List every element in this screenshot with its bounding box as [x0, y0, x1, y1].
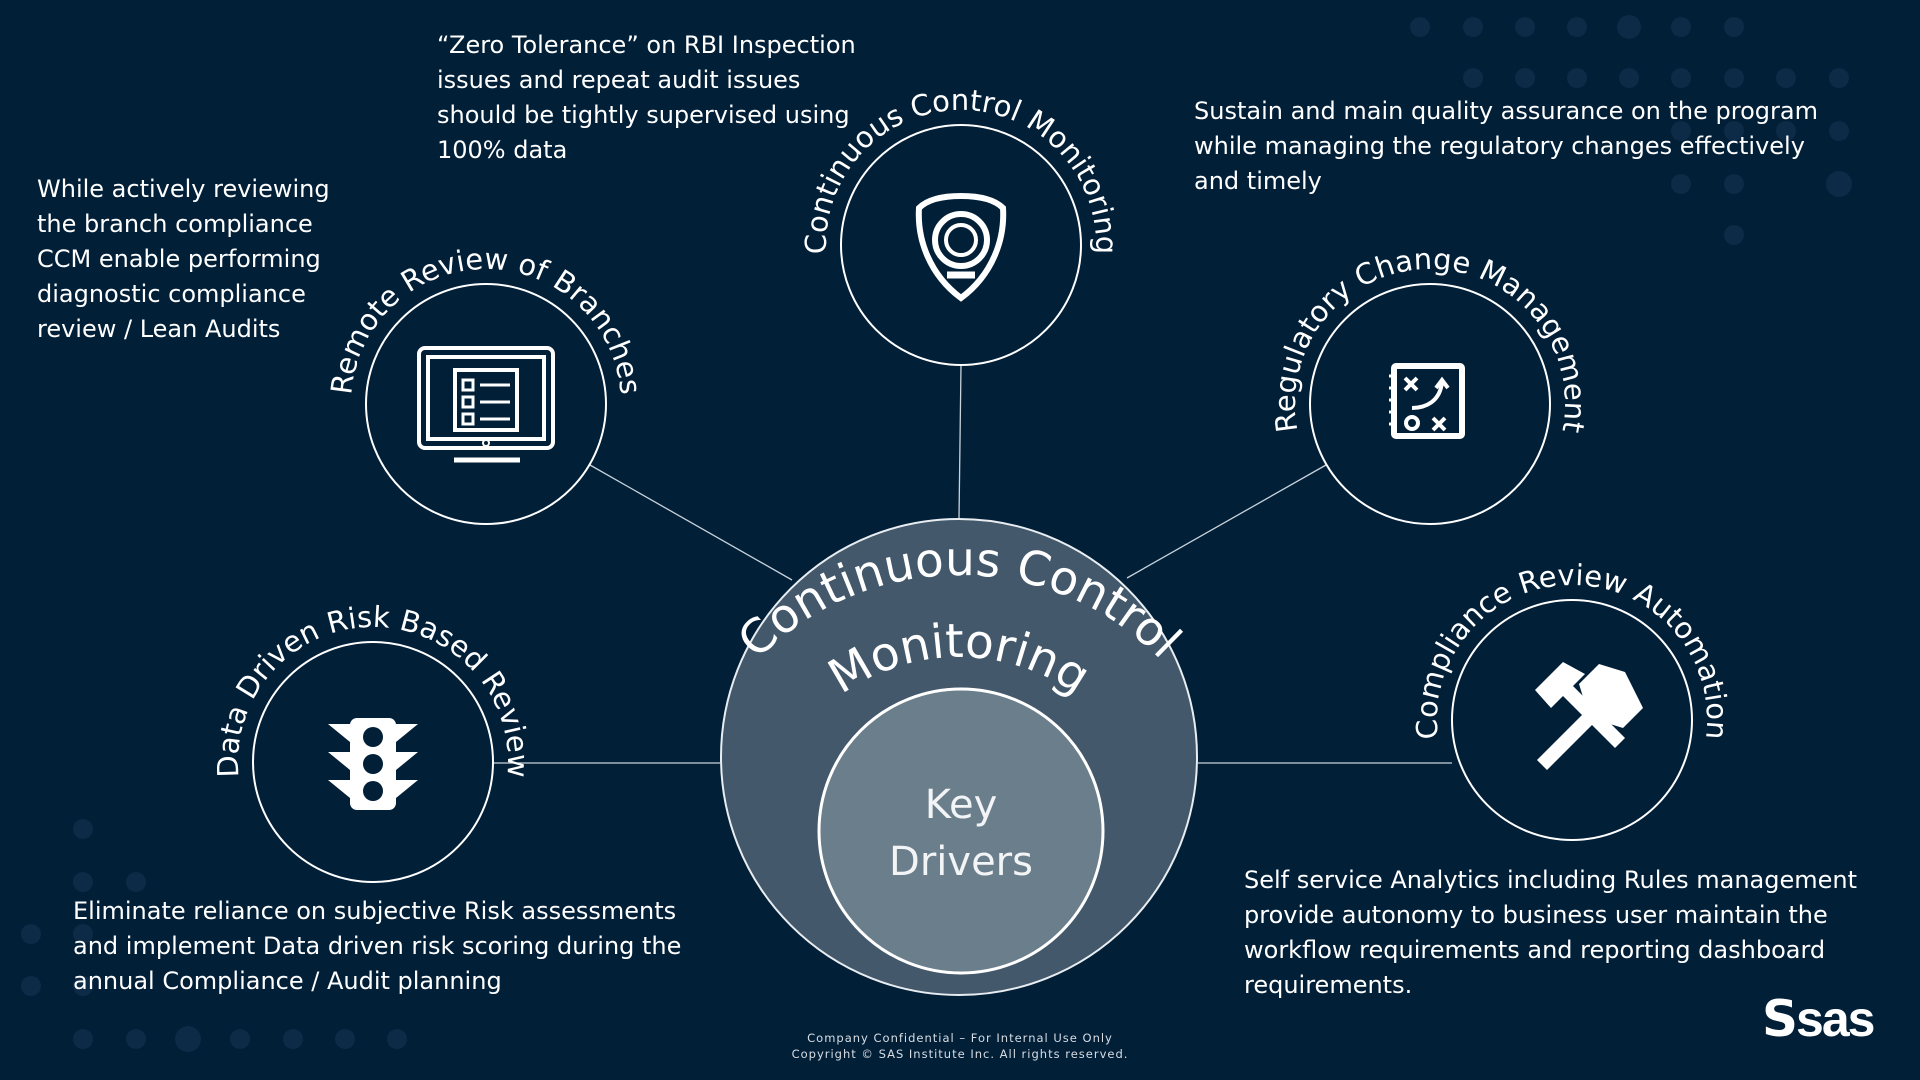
decorative-dot: [1619, 68, 1639, 88]
decorative-dot: [73, 1029, 93, 1049]
decorative-dot: [1724, 17, 1744, 37]
decorative-dot: [1826, 171, 1852, 197]
decorative-dot: [1829, 68, 1849, 88]
decorative-dot: [126, 1029, 146, 1049]
decorative-dot: [175, 1026, 201, 1052]
footer-confidential: Company Confidential – For Internal Use …: [807, 1031, 1113, 1045]
monitor-checklist-icon: [417, 346, 555, 463]
inner-line1: Key: [925, 782, 998, 828]
traffic-light-icon: [328, 718, 418, 810]
description-line: requirements.: [1244, 971, 1413, 999]
description-line: and timely: [1194, 167, 1322, 195]
description-line: Self service Analytics including Rules m…: [1244, 866, 1858, 894]
description-line: CCM enable performing: [37, 245, 321, 273]
decorative-dot: [1671, 17, 1691, 37]
decorative-dot: [1724, 174, 1744, 194]
connectors: [493, 364, 1452, 764]
node-ccm: [840, 124, 1082, 366]
decorative-dots: [21, 15, 1852, 1052]
decorative-dot: [1463, 68, 1483, 88]
description-compliance: Self service Analytics including Rules m…: [1244, 863, 1857, 1003]
description-line: 100% data: [437, 136, 568, 164]
decorative-dot: [1617, 15, 1641, 39]
decorative-dot: [21, 924, 41, 944]
decorative-dot: [21, 976, 41, 996]
node-remote: [365, 283, 607, 525]
decorative-dot: [1567, 68, 1587, 88]
decorative-dot: [1671, 68, 1691, 88]
connector-ccm: [958, 364, 962, 519]
decorative-dot: [1724, 121, 1744, 141]
footer: Company Confidential – For Internal Use …: [0, 1030, 1920, 1062]
decorative-dot: [1410, 17, 1430, 37]
decorative-dot: [1671, 121, 1691, 141]
description-line: While actively reviewing: [37, 175, 330, 203]
strategy-board-icon: [1389, 363, 1465, 439]
description-line: should be tightly supervised using: [437, 101, 850, 129]
decorative-dot: [126, 872, 146, 892]
sas-logo: 𝗦sas: [1762, 991, 1875, 1047]
decorative-dot: [1463, 17, 1483, 37]
decorative-dot: [387, 1029, 407, 1049]
description-regulatory: Sustain and main quality assurance on th…: [1194, 94, 1818, 199]
decorative-dot: [73, 819, 93, 839]
decorative-dot: [1515, 68, 1535, 88]
description-line: review / Lean Audits: [37, 315, 281, 343]
decorative-dot: [1776, 121, 1796, 141]
footer-copyright: Copyright © SAS Institute Inc. All right…: [791, 1047, 1129, 1061]
decorative-dot: [1567, 17, 1587, 37]
description-line: workflow requirements and reporting dash…: [1244, 936, 1826, 964]
description-line: Sustain and main quality assurance on th…: [1194, 97, 1818, 125]
decorative-dot: [1671, 174, 1691, 194]
shield-icon: [915, 192, 1007, 302]
decorative-dot: [230, 1029, 250, 1049]
description-line: annual Compliance / Audit planning: [73, 967, 502, 995]
sas-logo-text: sas: [1796, 991, 1875, 1047]
inner-circle: [817, 687, 1105, 975]
description-line: provide autonomy to business user mainta…: [1244, 901, 1828, 929]
decorative-dot: [335, 1029, 355, 1049]
description-line: and implement Data driven risk scoring d…: [73, 932, 682, 960]
decorative-dot: [73, 872, 93, 892]
connector-remote: [589, 464, 793, 581]
decorative-dot: [283, 1029, 303, 1049]
decorative-dot: [1829, 121, 1849, 141]
description-line: Eliminate reliance on subjective Risk as…: [73, 897, 677, 925]
description-line: the branch compliance: [37, 210, 313, 238]
decorative-dot: [73, 924, 93, 944]
inner-line2: Drivers: [889, 839, 1033, 885]
description-line: “Zero Tolerance” on RBI Inspection: [437, 31, 856, 59]
description-remote: While actively reviewing the branch comp…: [37, 172, 330, 347]
decorative-dot: [1515, 17, 1535, 37]
description-line: diagnostic compliance: [37, 280, 306, 308]
hammers-icon: [1535, 662, 1643, 770]
decorative-dot: [73, 976, 93, 996]
description-data-driven: Eliminate reliance on subjective Risk as…: [73, 894, 681, 999]
description-ccm: “Zero Tolerance” on RBI Inspection issue…: [437, 28, 856, 168]
decorative-dot: [1724, 225, 1744, 245]
decorative-dot: [1776, 68, 1796, 88]
node-compliance: [1451, 599, 1693, 841]
description-line: issues and repeat audit issues: [437, 66, 801, 94]
decorative-dot: [1724, 68, 1744, 88]
description-line: while managing the regulatory changes ef…: [1194, 132, 1805, 160]
connector-regulatory: [1126, 464, 1327, 579]
